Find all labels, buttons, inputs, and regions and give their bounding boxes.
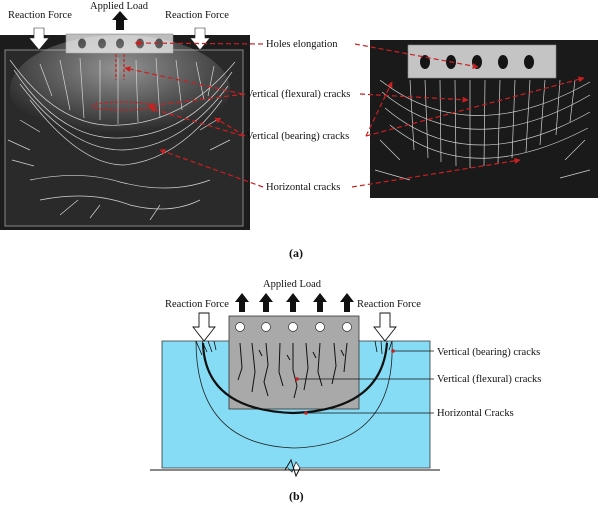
reaction-arrow-left-b (192, 312, 216, 342)
label-horizontal-b: Horizontal Cracks (437, 408, 514, 419)
label-horizontal-a: Horizontal cracks (266, 182, 340, 193)
crack-field-right (374, 79, 591, 181)
callouts-a (124, 40, 585, 188)
label-vertical-flexural-a: Vertical (flexural) cracks (246, 89, 350, 100)
bearing-cracks (195, 340, 393, 356)
flexural-cracks (237, 342, 348, 399)
caption-a: (a) (289, 246, 303, 260)
label-reaction-right-b: Reaction Force (357, 299, 421, 310)
caption-b: (b) (289, 489, 304, 503)
applied-load-arrow (112, 11, 128, 30)
label-reaction-left-a: Reaction Force (8, 10, 72, 21)
panel-a: Reaction Force Applied Load Reaction For… (0, 1, 598, 260)
label-vertical-bearing-a: Vertical (bearing) cracks (246, 131, 349, 142)
reaction-arrow-left (28, 27, 50, 51)
label-applied-load-b: Applied Load (263, 279, 322, 290)
crack-trace-markers (91, 54, 153, 111)
label-reaction-left-b: Reaction Force (165, 299, 229, 310)
label-vertical-bearing-b: Vertical (bearing) cracks (437, 347, 540, 358)
label-applied-load-a: Applied Load (90, 1, 149, 12)
label-holes-elongation: Holes elongation (266, 39, 338, 50)
applied-load-arrows (235, 293, 354, 312)
photo-right (370, 40, 598, 198)
panel-b: Applied Load Reaction Force Reaction For… (150, 279, 541, 503)
horizontal-crack (201, 342, 389, 415)
leader-dots-b (295, 349, 395, 415)
leader-lines-b (297, 350, 434, 414)
label-vertical-flexural-b: Vertical (flexural) cracks (437, 374, 541, 385)
label-reaction-right-a: Reaction Force (165, 10, 229, 21)
crack-field-left (7, 35, 236, 221)
reaction-arrow-right-b (373, 312, 397, 342)
break-symbol (284, 458, 301, 478)
crack-envelope-outer (195, 340, 393, 449)
plate-holes-b (235, 322, 352, 332)
